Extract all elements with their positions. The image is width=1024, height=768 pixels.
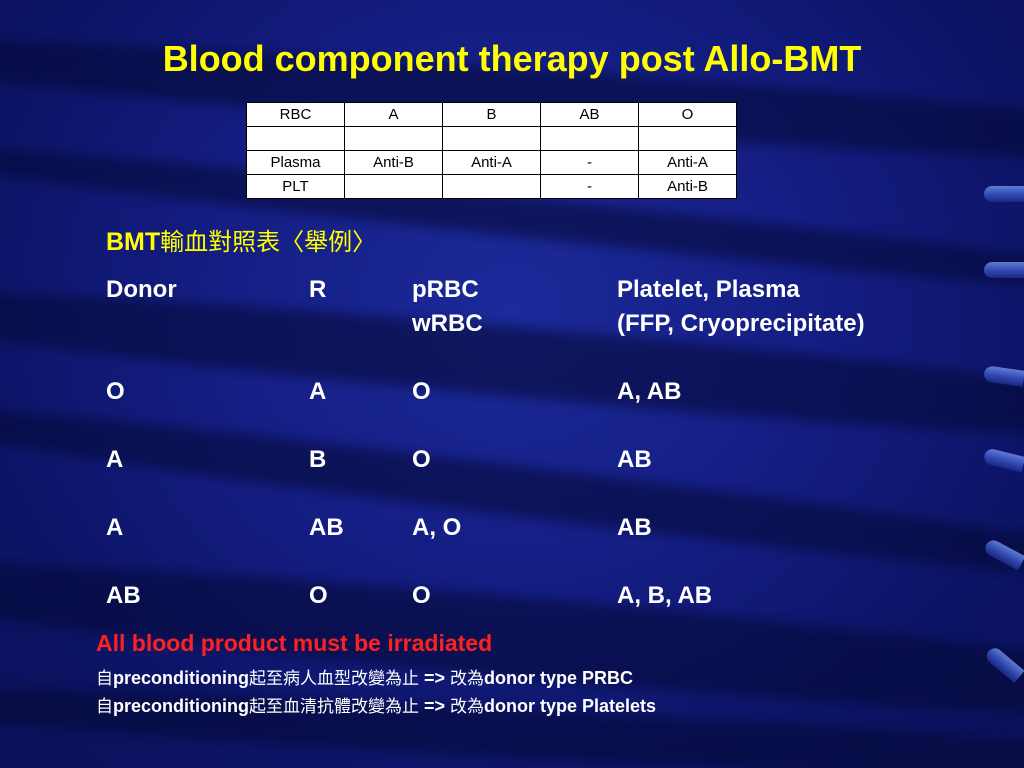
note-tail: donor type Platelets	[484, 696, 657, 716]
note-line-prbc: 自preconditioning起至病人血型改變為止 => 改為donor ty…	[96, 664, 633, 689]
table-cell: AB	[309, 514, 344, 541]
abo-table-cell	[344, 174, 443, 199]
header-ffp-cryo: (FFP, Cryoprecipitate)	[617, 310, 865, 337]
note-tail: donor type PRBC	[484, 668, 634, 688]
abo-table-cell: Anti-B	[344, 150, 443, 175]
abo-table-cell: O	[638, 102, 737, 127]
note-cjk: 自	[96, 697, 113, 717]
table-cell: A, B, AB	[617, 582, 713, 609]
note-cjk: 自	[96, 669, 113, 689]
abo-table-cell: PLT	[246, 174, 345, 199]
abo-table-cell: B	[442, 102, 541, 127]
abo-table-cell	[246, 126, 345, 151]
table-cell: O	[106, 378, 125, 405]
abo-table-cell	[344, 126, 443, 151]
table-cell: A	[309, 378, 327, 405]
abo-table-row	[246, 126, 737, 151]
table-cell: A	[106, 514, 124, 541]
abo-table-cell: Anti-B	[638, 174, 737, 199]
note-cjk: 改為	[450, 669, 485, 689]
abo-table-cell: AB	[540, 102, 639, 127]
table-cell: O	[412, 582, 431, 609]
header-wrbc: wRBC	[412, 310, 483, 337]
note-cjk: 改為	[450, 697, 485, 717]
header-platelet-plasma: Platelet, Plasma	[617, 276, 800, 303]
subtitle-cjk: 輸血對照表〈舉例〉	[160, 228, 377, 256]
table-cell: AB	[617, 514, 652, 541]
side-decoration	[982, 447, 1024, 473]
header-recipient: R	[309, 276, 327, 303]
note-arrow: =>	[418, 696, 451, 716]
table-cell: A	[106, 446, 124, 473]
table-cell: O	[412, 446, 431, 473]
header-prbc: pRBC	[412, 276, 479, 303]
abo-table-cell: -	[540, 150, 639, 175]
abo-table-cell: Anti-A	[442, 150, 541, 175]
table-cell: A, AB	[617, 378, 682, 405]
table-cell: O	[412, 378, 431, 405]
table-cell: AB	[106, 582, 141, 609]
table-cell: B	[309, 446, 327, 473]
side-decoration	[984, 186, 1024, 202]
header-donor: Donor	[106, 276, 177, 303]
abo-table-cell: RBC	[246, 102, 345, 127]
note-cjk: 起至病人血型改變為止	[248, 669, 419, 689]
table-cell: AB	[617, 446, 652, 473]
abo-table-cell	[442, 174, 541, 199]
abo-table-cell	[540, 126, 639, 151]
abo-table-cell	[442, 126, 541, 151]
table-cell: O	[309, 582, 328, 609]
note-cjk: 起至血清抗體改變為止	[248, 697, 419, 717]
note-term: preconditioning	[113, 668, 249, 688]
table-cell: A, O	[412, 514, 462, 541]
irradiation-warning: All blood product must be irradiated	[96, 630, 493, 656]
slide-title: Blood component therapy post Allo-BMT	[162, 38, 862, 79]
abo-table-cell: -	[540, 174, 639, 199]
note-arrow: =>	[418, 668, 451, 688]
abo-table-cell: Plasma	[246, 150, 345, 175]
subtitle-prefix: BMT	[106, 228, 161, 256]
subtitle: BMT輸血對照表〈舉例〉	[106, 222, 376, 257]
abo-table-cell	[638, 126, 737, 151]
side-decoration	[984, 262, 1024, 278]
note-term: preconditioning	[113, 696, 249, 716]
abo-table-cell: Anti-A	[638, 150, 737, 175]
abo-table-cell: A	[344, 102, 443, 127]
abo-table-row: PLT -Anti-B	[246, 174, 737, 199]
note-line-platelets: 自preconditioning起至血清抗體改變為止 => 改為donor ty…	[96, 692, 656, 717]
